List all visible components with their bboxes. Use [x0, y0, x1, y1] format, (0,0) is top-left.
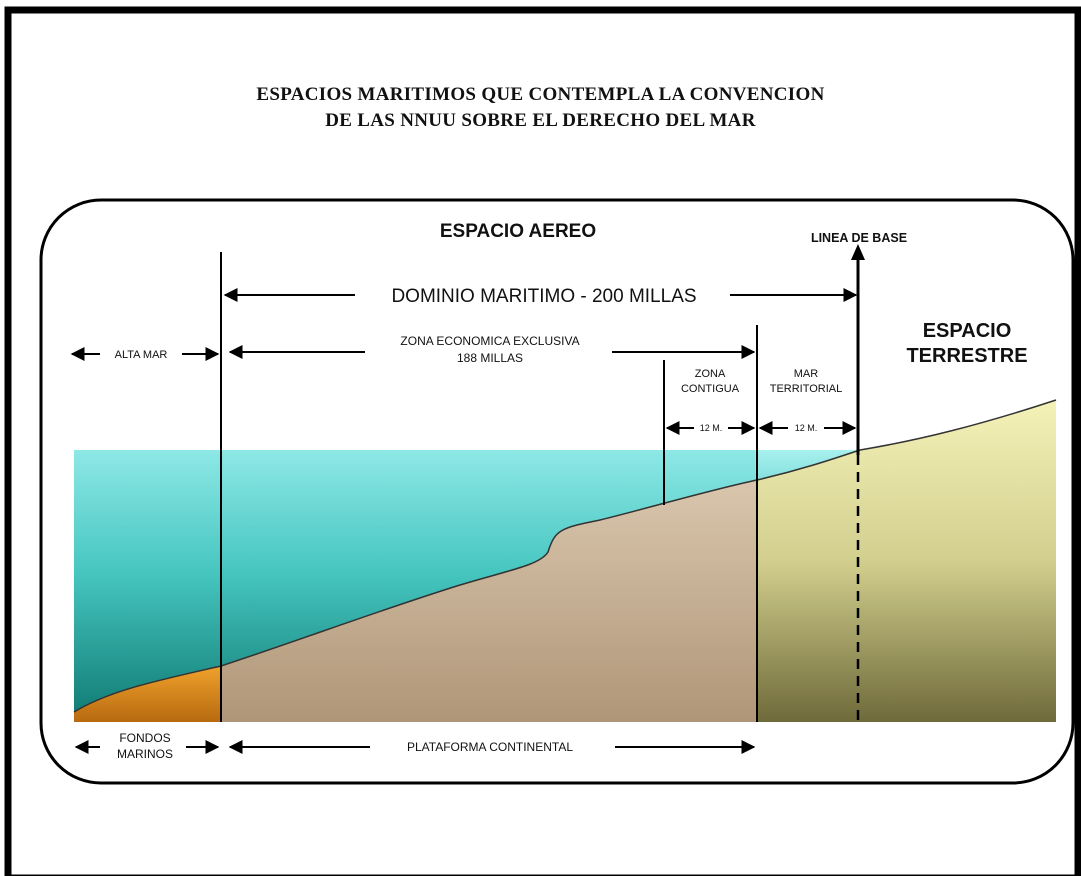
label-mar-territorial-1: MAR — [794, 368, 819, 380]
diagram-title-line-2: DE LAS NNUU SOBRE EL DERECHO DEL MAR — [325, 110, 756, 131]
label-zona-contigua-2: CONTIGUA — [681, 383, 740, 395]
label-espacio-terrestre-1: ESPACIO — [923, 320, 1012, 342]
outer-border — [4, 6, 1081, 876]
label-mar-territorial-2: TERRITORIAL — [770, 383, 843, 395]
label-zee-2: 188 MILLAS — [457, 351, 523, 365]
label-fondos-1: FONDOS — [119, 731, 170, 745]
diagram-box — [39, 198, 1075, 785]
label-territorial-width: 12 M. — [795, 423, 818, 433]
land — [757, 400, 1056, 722]
label-alta-mar: ALTA MAR — [115, 349, 168, 361]
label-espacio-terrestre-2: TERRESTRE — [906, 345, 1027, 367]
baseline-arrow-head — [851, 244, 865, 260]
label-plataforma: PLATAFORMA CONTINENTAL — [407, 740, 573, 754]
label-zee-1: ZONA ECONOMICA EXCLUSIVA — [400, 334, 579, 348]
label-dominio-maritimo: DOMINIO MARITIMO - 200 MILLAS — [391, 286, 696, 307]
continental-shelf — [221, 480, 757, 722]
seabed-profile — [73, 399, 1057, 713]
deep-seabed — [74, 666, 221, 722]
label-zona-contigua-1: ZONA — [695, 368, 726, 380]
label-contigua-width: 12 M. — [700, 423, 723, 433]
diagram-title-line-1: ESPACIOS MARITIMOS QUE CONTEMPLA LA CONV… — [256, 84, 825, 105]
label-fondos-2: MARINOS — [117, 747, 173, 761]
label-linea-de-base: LINEA DE BASE — [811, 231, 907, 245]
label-espacio-aereo: ESPACIO AEREO — [440, 221, 596, 242]
